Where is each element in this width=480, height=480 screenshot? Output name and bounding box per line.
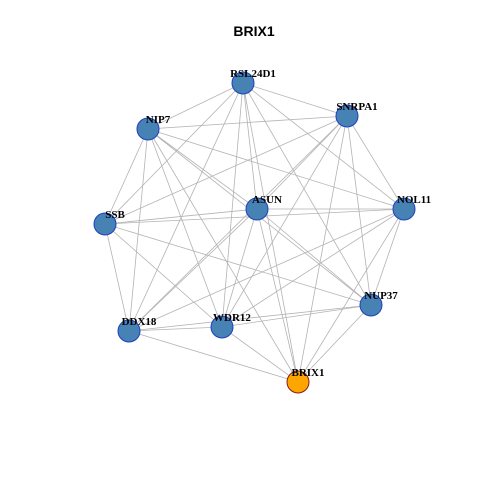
edge-rsl24d1-wdr12 (221, 82, 244, 328)
edge-ddx18-brix1 (128, 330, 299, 383)
diagram-title: BRIX1 (233, 23, 274, 39)
edge-nip7-nol11 (147, 128, 405, 210)
edge-rsl24d1-asun (242, 82, 258, 210)
node-label-asun: ASUN (252, 194, 282, 206)
edge-asun-ddx18 (128, 208, 258, 332)
edge-nol11-nup37 (370, 208, 405, 306)
node-ddx18 (117, 319, 141, 343)
edge-wdr12-brix1 (221, 326, 299, 383)
edge-snrpa1-asun (256, 115, 348, 210)
edge-nol11-brix1 (297, 208, 405, 383)
edge-snrpa1-nol11 (346, 115, 405, 210)
node-label-nup37: NUP37 (364, 290, 398, 302)
edge-rsl24d1-snrpa1 (242, 82, 348, 117)
edge-ssb-nup37 (104, 223, 372, 306)
edge-asun-nup37 (256, 208, 372, 306)
node-layer (93, 71, 416, 394)
node-wdr12 (210, 315, 234, 339)
edge-snrpa1-nup37 (346, 115, 372, 306)
edge-rsl24d1-brix1 (242, 82, 299, 383)
node-asun (245, 197, 269, 221)
edge-snrpa1-wdr12 (221, 115, 348, 328)
edge-snrpa1-ddx18 (128, 115, 348, 332)
edge-snrpa1-ssb (104, 115, 348, 225)
edge-nup37-wdr12 (221, 304, 372, 328)
edge-rsl24d1-nup37 (242, 82, 372, 306)
edge-snrpa1-nip7 (147, 115, 348, 130)
node-nol11 (392, 197, 416, 221)
edge-rsl24d1-nip7 (147, 82, 244, 130)
edge-rsl24d1-nol11 (242, 82, 405, 210)
edge-snrpa1-brix1 (297, 115, 348, 383)
node-label-nip7: NIP7 (146, 114, 171, 126)
edge-nol11-wdr12 (221, 208, 405, 328)
node-label-rsl24d1: RSL24D1 (230, 68, 276, 80)
node-nup37 (359, 293, 383, 317)
node-rsl24d1 (231, 71, 255, 95)
node-nip7 (136, 117, 160, 141)
edge-nup37-brix1 (297, 304, 372, 383)
node-brix1 (286, 370, 310, 394)
edge-ssb-ddx18 (104, 223, 130, 332)
edge-nol11-ddx18 (128, 208, 405, 332)
edge-ddx18-wdr12 (128, 326, 223, 332)
node-label-ssb: SSB (105, 209, 125, 221)
edge-nip7-ssb (104, 128, 149, 225)
edge-nip7-ddx18 (128, 128, 149, 332)
node-ssb (93, 212, 117, 236)
node-snrpa1 (335, 104, 359, 128)
edge-nip7-brix1 (147, 128, 299, 383)
edge-nip7-wdr12 (147, 128, 223, 328)
edge-nup37-ddx18 (128, 304, 372, 332)
node-label-snrpa1: SNRPA1 (336, 101, 377, 113)
node-label-wdr12: WDR12 (213, 312, 251, 324)
node-label-ddx18: DDX18 (122, 316, 157, 328)
edge-asun-ssb (104, 208, 258, 225)
edge-ssb-wdr12 (104, 223, 223, 328)
edge-asun-brix1 (256, 208, 299, 383)
node-label-nol11: NOL11 (397, 194, 431, 206)
edge-nip7-asun (147, 128, 258, 210)
node-label-brix1: BRIX1 (291, 367, 324, 379)
edge-asun-wdr12 (221, 208, 258, 328)
edge-rsl24d1-ssb (104, 82, 244, 225)
